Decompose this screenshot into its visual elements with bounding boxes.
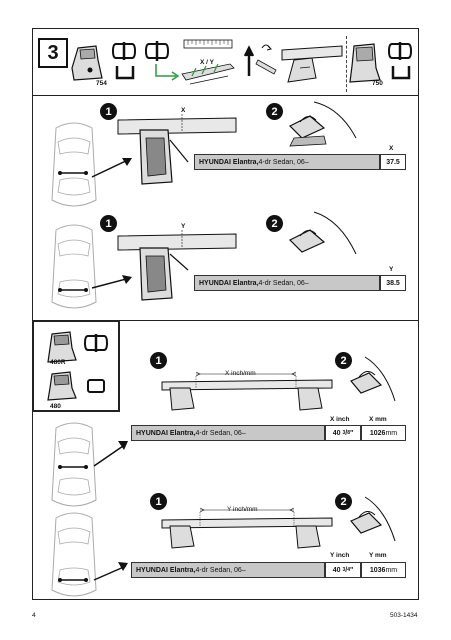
foot-750-code: 750 [372,80,383,87]
y-marker-label: Y [181,223,186,230]
inch-unit-3: " [349,429,354,437]
mm-value-4: 1036 [369,566,386,574]
inch-den-3: 8 [347,430,350,436]
foot-750-illustration [349,43,381,83]
foot-754-code: 754 [96,80,107,87]
inch-den-4: 4 [347,567,350,573]
dashed-separator [346,36,347,92]
section3-col-inch: X inch [330,416,350,423]
kit-box [32,320,120,412]
green-bracket-arrow-icon [155,64,180,81]
pointer-arrow-2 [91,275,132,289]
section3-vehicle-cell: HYUNDAI Elantra, 4-dr Sedan, 06– [131,425,325,441]
xy-dimension-label: X / Y [200,59,214,66]
rail-mount-illustration [255,44,277,75]
foot-rotation-illustration-3 [350,356,396,402]
square-bar-icon-2 [391,66,411,80]
section3-inch-cell: 40 3/8" [325,425,361,441]
section2-col-header: Y [389,266,394,273]
section3-col-mm: X mm [369,416,387,423]
foot-480-code: 480 [50,403,61,410]
roof-bar-illustration-3 [161,371,333,411]
bar-profile-icon-2 [387,42,413,60]
mm-unit-3: mm [385,429,398,437]
section4-col-inch: Y inch [330,552,350,559]
pointer-arrow-1 [91,158,132,178]
step-1-badge-4: 1 [150,493,167,510]
mm-unit-4: mm [385,566,398,574]
x-marker-label: X [181,107,186,114]
inch-num-4: 3 [342,567,346,573]
vehicle-spec-3: 4-dr Sedan, 06– [195,429,246,437]
step-2-badge-4: 2 [335,493,352,510]
doc-code: 503-1434 [390,612,418,619]
vehicle-spec-2: 4-dr Sedan, 06– [258,279,309,287]
vehicle-model-3: HYUNDAI Elantra, [136,429,196,437]
square-profile-icon-kit [87,379,105,393]
section2-value-cell: 38.5 [380,275,406,291]
vehicle-spec-4: 4-dr Sedan, 06– [195,566,246,574]
up-arrow-icon [243,45,255,76]
vehicle-model: HYUNDAI Elantra, [199,158,259,166]
vehicle-model-4: HYUNDAI Elantra, [136,566,196,574]
section4-mm-cell: 1036 mm [361,562,406,578]
section-divider [120,320,419,321]
foot-480r-illustration [47,331,77,363]
measuring-tape-illustration [181,39,235,85]
roof-rail-clamp-illustration-2 [117,230,237,301]
square-bar-icon [115,66,135,80]
foot-754-illustration [71,45,103,81]
inch-whole-3: 40 [332,429,341,437]
step-2-badge: 2 [266,103,283,120]
step-1-badge-2: 1 [100,215,117,232]
pointer-arrow-3 [93,441,128,467]
vehicle-spec: 4-dr Sedan, 06– [258,158,309,166]
foot-rotation-illustration-4 [350,496,396,542]
section4-col-mm: Y mm [369,552,387,559]
bar-profile-highlight-icon [144,41,170,61]
step-2-badge-2: 2 [266,215,283,232]
foot-rotation-illustration-2 [288,211,357,255]
foot-480-illustration [47,371,77,401]
x-dimension-label: X inch/mm [225,370,256,377]
y-dimension-label: Y inch/mm [227,506,258,513]
section4-inch-cell: 40 3/4" [325,562,361,578]
foot-480r-code: 480R [50,359,66,366]
car-top-view-2 [51,224,97,309]
step-1-badge-3: 1 [150,352,167,369]
inch-unit-4: " [349,566,354,574]
section1-value-cell: 37.5 [380,154,406,170]
roof-bar-foot-illustration [281,45,343,83]
step-1-badge: 1 [100,103,117,120]
car-top-view-1 [51,122,97,207]
step-number: 3 [38,38,68,68]
section1-col-header: X [389,145,394,152]
header-divider [32,95,419,96]
car-top-view-3 [51,422,97,507]
roof-rail-clamp-illustration-1 [117,114,237,185]
vehicle-model-2: HYUNDAI Elantra, [199,279,259,287]
mm-value-3: 1026 [369,429,386,437]
inch-whole-4: 40 [332,566,341,574]
bar-profile-icon-kit [83,334,109,352]
foot-rotation-illustration-1 [288,101,357,147]
step-2-badge-3: 2 [335,352,352,369]
section2-vehicle-cell: HYUNDAI Elantra, 4-dr Sedan, 06– [194,275,380,291]
pointer-arrow-4 [93,562,128,581]
roof-bar-illustration-4 [161,507,333,549]
section1-vehicle-cell: HYUNDAI Elantra, 4-dr Sedan, 06– [194,154,380,170]
section4-vehicle-cell: HYUNDAI Elantra, 4-dr Sedan, 06– [131,562,325,578]
section3-mm-cell: 1026 mm [361,425,406,441]
inch-num-3: 3 [342,430,346,436]
page-number: 4 [32,612,36,619]
bar-profile-icon [111,42,137,60]
car-top-view-4 [51,512,97,597]
page-frame [32,28,419,600]
